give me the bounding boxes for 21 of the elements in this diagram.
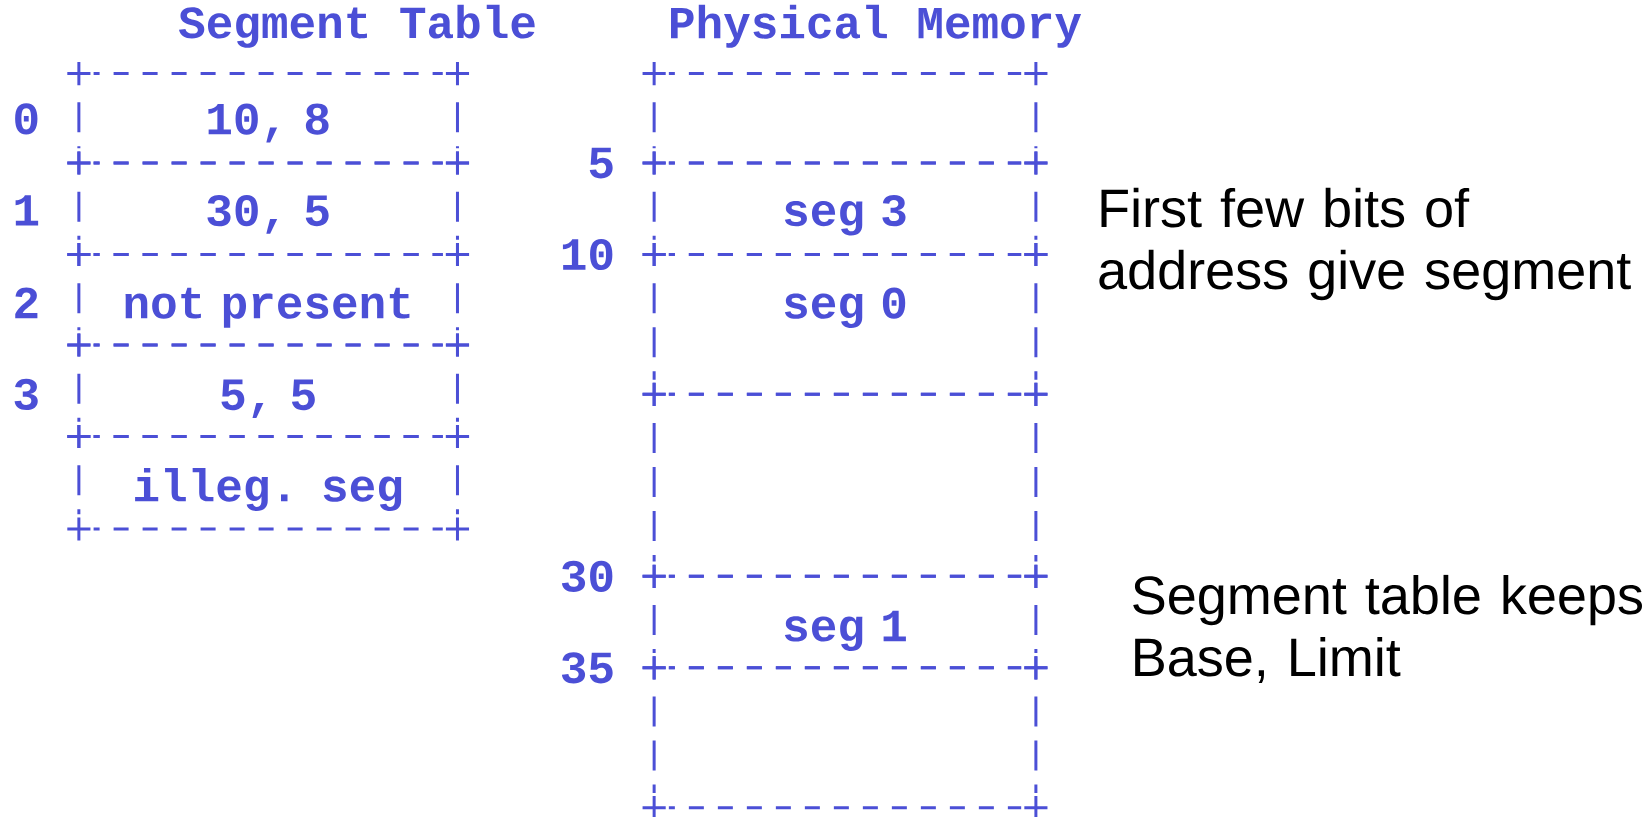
table-row: illeg. seg: [65, 423, 471, 543]
table-row: 10, 8: [65, 60, 471, 177]
row-index: 3: [14, 378, 38, 410]
table-row: 5, 5: [65, 331, 471, 450]
note: Segment table keeps Base, Limit: [1133, 574, 1642, 683]
note: First few bits of address give segment: [1099, 187, 1631, 301]
address-label: 5: [589, 147, 613, 179]
row-index: 2: [15, 287, 38, 319]
memory-region: [641, 654, 1049, 817]
memory-segment: seg 1: [641, 563, 1049, 681]
address-label: 10: [562, 238, 613, 271]
address-label: 30: [561, 560, 613, 592]
table-row: not present: [65, 241, 471, 358]
memory-segment: seg 0: [641, 241, 1049, 408]
table-row: 30, 5: [65, 149, 471, 268]
row-index: 0: [15, 103, 38, 135]
address-label: 35: [561, 652, 613, 684]
table-title: Physical Memory: [671, 4, 1082, 48]
memory-segment: seg 3: [641, 149, 1049, 268]
row-index: 1: [15, 195, 39, 226]
table-title: Segment Table: [179, 4, 535, 48]
